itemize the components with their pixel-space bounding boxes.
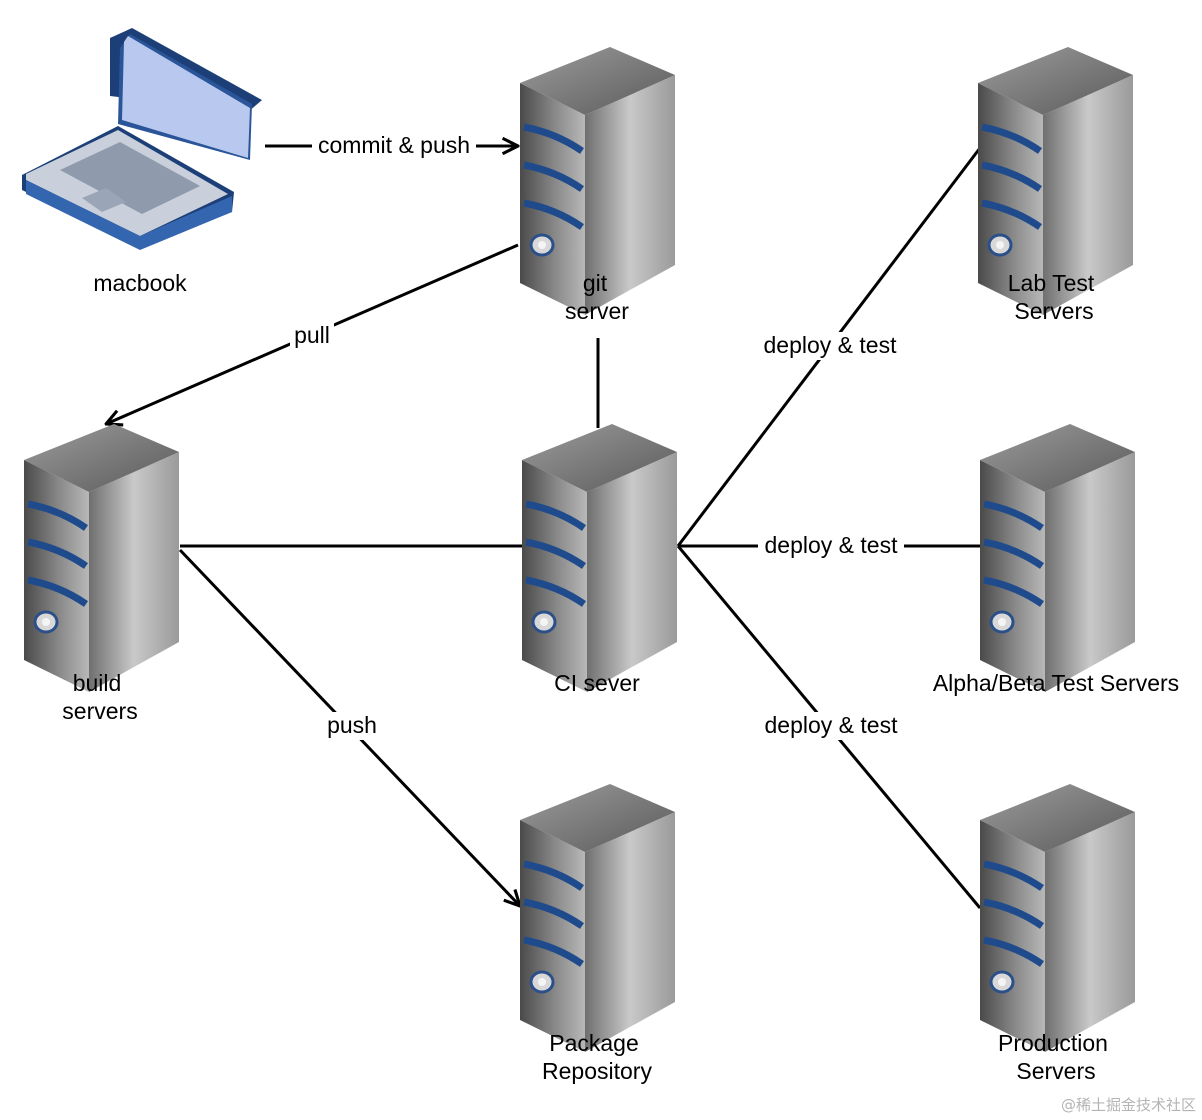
build-servers-label-line2: servers — [62, 698, 137, 724]
git-server-node: git server — [520, 47, 675, 324]
deploy-prod-label: deploy & test — [765, 712, 899, 738]
commit-push-label: commit & push — [318, 132, 470, 158]
build-servers-label-line1: build — [73, 670, 122, 696]
deploy-lab-label: deploy & test — [764, 332, 898, 358]
watermark: @稀土掘金技术社区 — [1061, 1096, 1196, 1114]
production-servers-node: Production Servers — [980, 784, 1135, 1084]
pull-label: pull — [294, 322, 330, 348]
package-repository-node: Package Repository — [520, 784, 675, 1084]
server-tower-icon — [980, 784, 1135, 1052]
package-repository-label-line2: Repository — [542, 1058, 652, 1084]
alpha-beta-test-servers-node: Alpha/Beta Test Servers — [933, 424, 1179, 696]
git-server-label-line1: git — [583, 270, 608, 296]
ci-server-label: CI sever — [554, 670, 640, 696]
lab-test-servers-label-line2: Servers — [1014, 298, 1093, 324]
production-servers-label-line2: Servers — [1016, 1058, 1095, 1084]
lab-test-servers-node: Lab Test Servers — [978, 47, 1133, 324]
server-tower-icon — [522, 424, 677, 692]
build-servers-node: build servers — [24, 424, 179, 724]
macbook-node: macbook — [22, 28, 262, 296]
lab-test-servers-label-line1: Lab Test — [1008, 270, 1095, 296]
server-tower-icon — [520, 784, 675, 1052]
package-repository-label-line1: Package — [549, 1030, 639, 1056]
server-tower-icon — [24, 424, 179, 692]
deploy-alpha-label: deploy & test — [765, 532, 899, 558]
ci-server-node: CI sever — [522, 424, 677, 696]
macbook-label: macbook — [93, 270, 187, 296]
push-label: push — [327, 712, 377, 738]
laptop-icon — [22, 28, 262, 250]
git-server-label-line2: server — [565, 298, 629, 324]
alpha-beta-test-servers-label: Alpha/Beta Test Servers — [933, 670, 1179, 696]
server-tower-icon — [980, 424, 1135, 692]
edge-labels: commit & push pull push deploy & test de… — [290, 130, 904, 740]
production-servers-label-line1: Production — [998, 1030, 1108, 1056]
